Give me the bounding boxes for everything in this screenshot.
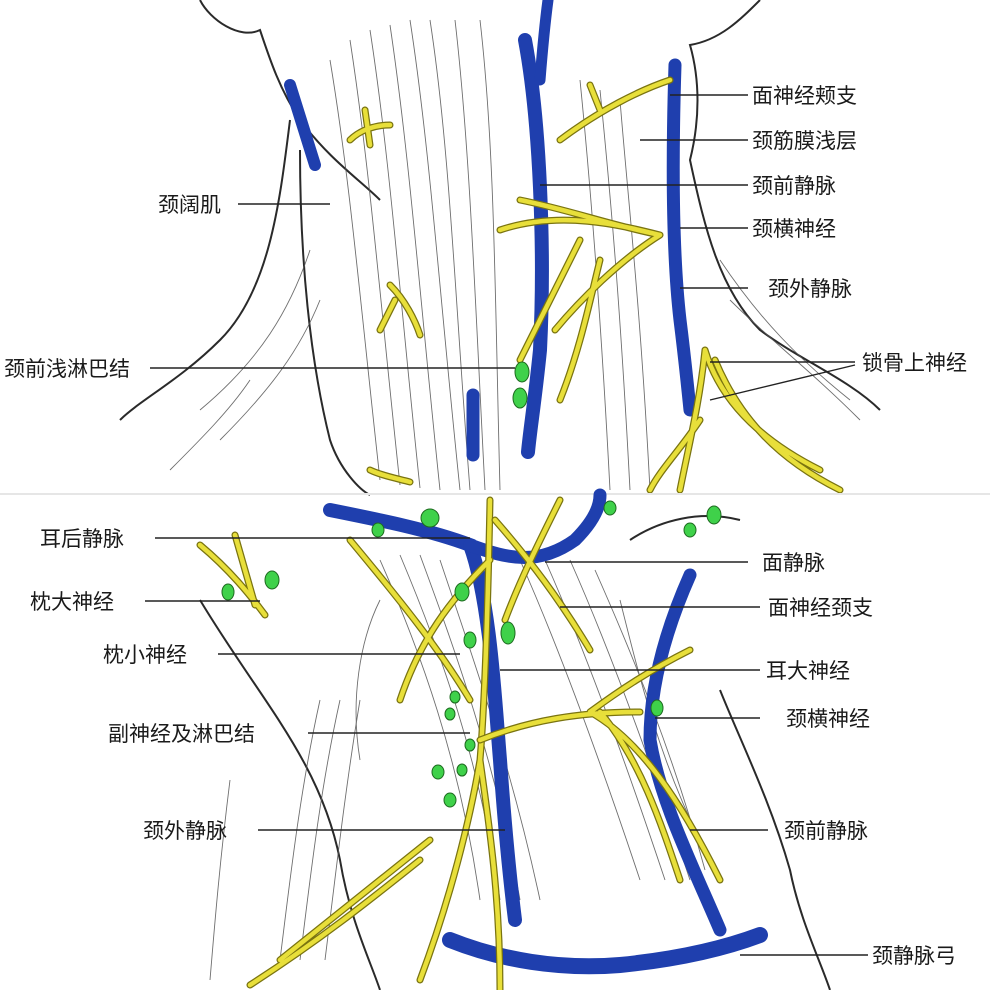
top-external-jugular-vein bbox=[666, 58, 697, 417]
bottom-lymph-node bbox=[706, 505, 722, 525]
ear-outline bbox=[629, 515, 831, 990]
top-anterior-jugular-vein bbox=[518, 33, 549, 459]
shoulder-outline-bottom bbox=[199, 599, 381, 990]
label-external-jugular-vein-top: 颈外静脉 bbox=[768, 277, 852, 301]
label-transverse-cervical-nerve-top: 颈横神经 bbox=[752, 217, 836, 241]
bottom-nerves bbox=[196, 496, 724, 990]
label-lesser-occipital-nerve: 枕小神经 bbox=[103, 643, 187, 667]
head-outline bbox=[199, 0, 881, 411]
label-superficial-lymph-nodes: 颈前浅淋巴结 bbox=[4, 357, 130, 381]
label-fascia-superficial-layer: 颈筋膜浅层 bbox=[752, 129, 857, 153]
label-facial-vein: 面静脉 bbox=[762, 551, 825, 575]
label-anterior-jugular-vein-top: 颈前静脉 bbox=[752, 174, 836, 198]
bottom-lymph-node bbox=[420, 508, 440, 528]
bottom-lymph-node bbox=[500, 621, 516, 645]
bottom-lymph-node bbox=[603, 500, 617, 516]
bottom-lymph-node bbox=[650, 699, 664, 717]
bottom-lymph-node bbox=[454, 582, 470, 602]
bottom-lymph-node bbox=[683, 522, 697, 538]
bottom-anterior-jugular-vein bbox=[643, 568, 727, 937]
label-supraclavicular-nerve: 锁骨上神经 bbox=[862, 351, 967, 375]
bottom-lymph-node bbox=[371, 522, 385, 538]
label-greater-occipital-nerve: 枕大神经 bbox=[30, 590, 114, 614]
bottom-lymph-node bbox=[221, 583, 235, 601]
bottom-lymph-node bbox=[456, 763, 468, 777]
label-accessory-nerve-nodes: 副神经及淋巴结 bbox=[108, 722, 255, 746]
label-platysma: 颈阔肌 bbox=[158, 193, 221, 217]
label-external-jugular-vein-bottom: 颈外静脉 bbox=[143, 819, 227, 843]
bottom-lymph-node bbox=[443, 792, 457, 808]
top-lymph-node bbox=[514, 361, 530, 383]
neck-left-outline bbox=[299, 149, 371, 496]
top-lymph-node bbox=[512, 387, 528, 409]
shoulder-left-outline bbox=[119, 119, 291, 421]
bottom-lymph-node bbox=[431, 764, 445, 780]
bottom-lymph-node bbox=[264, 570, 280, 590]
label-facial-buccal-branch: 面神经颊支 bbox=[752, 84, 857, 108]
bottom-lymph-nodes bbox=[221, 500, 722, 808]
top-anterior-jugular-tributary bbox=[534, 0, 554, 86]
label-facial-cervical-branch: 面神经颈支 bbox=[768, 596, 873, 620]
label-anterior-jugular-vein-bottom: 颈前静脉 bbox=[784, 819, 868, 843]
top-external-jugular-vein-left bbox=[284, 79, 321, 171]
bottom-lymph-node bbox=[463, 631, 477, 649]
bottom-facial-vein bbox=[463, 488, 607, 564]
bottom-lymph-node bbox=[444, 707, 456, 721]
bottom-lymph-node bbox=[449, 690, 461, 704]
label-great-auricular-nerve: 耳大神经 bbox=[766, 659, 850, 683]
top-panel: 面神经颊支 颈筋膜浅层 颈前静脉 颈横神经 颈外静脉 锁骨上神经 颈阔肌 颈前浅… bbox=[4, 0, 967, 496]
label-jugular-venous-arch: 颈静脉弓 bbox=[872, 944, 956, 968]
bottom-external-jugular-vein bbox=[323, 503, 522, 927]
bottom-jugular-venous-arch bbox=[442, 927, 768, 975]
bottom-lymph-node bbox=[464, 738, 476, 752]
label-transverse-cervical-nerve-bottom: 颈横神经 bbox=[786, 707, 870, 731]
bottom-panel: 耳后静脉 枕大神经 枕小神经 副神经及淋巴结 颈外静脉 面静脉 面神经颈支 耳大… bbox=[30, 488, 956, 990]
label-posterior-auricular-vein: 耳后静脉 bbox=[40, 527, 124, 551]
top-nerves bbox=[346, 76, 844, 494]
